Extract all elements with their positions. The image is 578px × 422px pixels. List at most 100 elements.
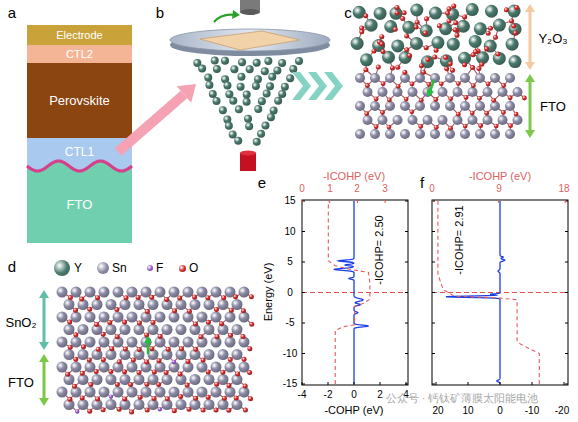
bracket-head <box>39 398 49 406</box>
atom <box>387 125 392 130</box>
precursor-droplet <box>229 97 237 105</box>
atom <box>390 65 395 70</box>
atom <box>197 312 208 323</box>
atom <box>94 369 99 374</box>
atom <box>169 337 180 348</box>
atom <box>370 73 380 83</box>
atom <box>113 312 124 323</box>
atom <box>192 294 197 299</box>
atom <box>247 370 252 375</box>
atom <box>423 115 433 125</box>
precursor-droplet <box>235 105 243 113</box>
atom <box>205 295 210 300</box>
atom <box>448 96 453 101</box>
atom <box>454 33 459 38</box>
layer-label: SnO₂ <box>5 316 36 329</box>
atom <box>225 312 236 323</box>
atom <box>408 115 418 125</box>
atom <box>424 16 429 21</box>
icohp-annotation: -ICOHP= 2.50 <box>374 215 385 284</box>
atom <box>57 387 68 398</box>
atom <box>513 30 518 35</box>
atom <box>393 115 403 125</box>
atom <box>71 362 82 373</box>
top-tick <box>565 200 566 203</box>
atom <box>378 87 388 97</box>
precursor-droplet <box>257 130 265 138</box>
atom <box>114 307 119 312</box>
atom <box>363 87 373 97</box>
atom <box>156 358 161 363</box>
x-tick <box>328 382 329 385</box>
precursor-droplet <box>289 65 297 73</box>
tick-label: -10 <box>283 349 297 359</box>
atom <box>232 324 243 335</box>
atom <box>78 324 89 335</box>
atom <box>183 337 194 348</box>
atom <box>484 46 489 51</box>
atom <box>385 73 395 83</box>
atom <box>374 97 379 102</box>
tick-label: -5 <box>286 318 295 328</box>
nozzle-top <box>240 151 256 156</box>
atom <box>78 349 89 360</box>
atom <box>85 287 96 298</box>
atom <box>511 23 516 28</box>
y-tick <box>432 323 435 324</box>
atom <box>71 312 82 323</box>
tick-label: 10 <box>462 406 473 416</box>
atom <box>429 7 442 20</box>
atom <box>162 324 173 335</box>
layer-name: Electrode <box>56 30 102 41</box>
atom <box>249 294 254 299</box>
atom <box>149 295 154 300</box>
bracket-head <box>525 130 535 138</box>
atom <box>214 408 219 413</box>
y-tick <box>432 231 435 232</box>
atom <box>124 295 129 300</box>
atom <box>242 357 247 362</box>
atom <box>228 333 233 338</box>
atom <box>96 347 101 352</box>
atom <box>145 408 150 413</box>
cohp-curve <box>447 201 505 384</box>
atom <box>433 97 438 102</box>
atom <box>430 129 440 139</box>
y-tick <box>565 323 568 324</box>
atom <box>513 115 523 125</box>
atom <box>450 68 455 73</box>
y-tick <box>302 292 305 293</box>
bracket-head <box>39 290 49 298</box>
atom <box>234 395 239 400</box>
atom <box>381 49 386 54</box>
atom <box>109 346 114 351</box>
atom <box>106 399 117 410</box>
precursor-droplet <box>278 90 286 98</box>
atom <box>211 312 222 323</box>
atom <box>404 97 409 102</box>
atom <box>410 4 423 17</box>
x-tick <box>532 382 533 385</box>
atom <box>371 48 376 53</box>
atom <box>241 334 246 339</box>
atom <box>485 5 498 18</box>
zoom-arrow-head <box>177 84 196 103</box>
atom <box>365 83 370 88</box>
atom <box>85 387 96 398</box>
atom <box>355 101 365 111</box>
bracket-line <box>529 10 532 64</box>
atom <box>108 369 113 374</box>
precursor-droplet <box>205 81 213 89</box>
atom <box>493 35 498 40</box>
atom <box>164 370 169 375</box>
atom <box>183 387 194 398</box>
atom <box>115 382 120 387</box>
atom <box>127 337 138 348</box>
atom <box>493 19 506 32</box>
atom <box>490 73 500 83</box>
x-tick <box>302 382 303 385</box>
atom <box>148 299 159 310</box>
device-layer: Perovskite <box>27 63 132 138</box>
atom <box>247 346 252 351</box>
atom <box>476 66 481 71</box>
